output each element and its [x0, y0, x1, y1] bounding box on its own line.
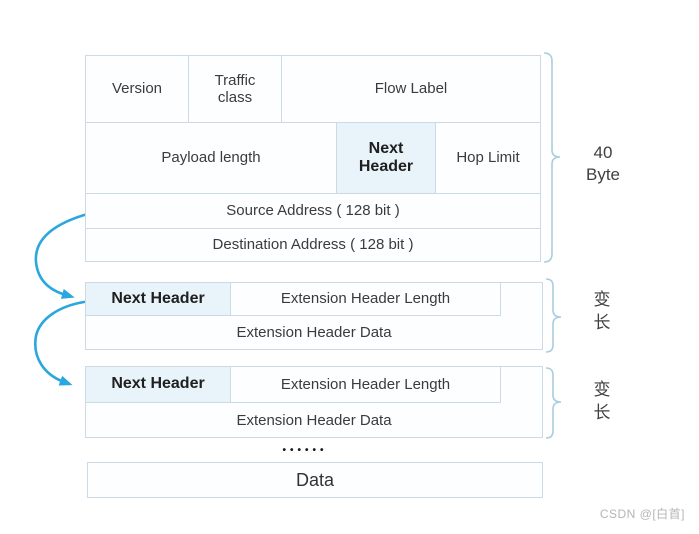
- cell-ext2-data: Extension Header Data: [236, 411, 392, 429]
- cell-ext1-length: Extension Header Length: [230, 282, 501, 316]
- cell-source-address: Source Address ( 128 bit ): [85, 193, 541, 229]
- label-ext1-variable-length: 变长: [593, 290, 611, 332]
- cell-payload-length: Payload length: [85, 122, 337, 194]
- ellipsis-dots: ••••••: [282, 445, 328, 456]
- cell-next-header-fixed: Next Header: [336, 122, 436, 194]
- cell-hop-limit: Hop Limit: [435, 122, 541, 194]
- label-40-byte-value: 40: [593, 143, 613, 162]
- bracket-40-byte: [543, 52, 561, 263]
- cell-traffic-class: Traffic class: [188, 55, 282, 123]
- cell-ext1-next-header: Next Header: [85, 282, 231, 316]
- label-40-byte-unit: Byte: [585, 165, 621, 184]
- cell-flow-label: Flow Label: [281, 55, 541, 123]
- cell-ext2-length: Extension Header Length: [230, 366, 501, 403]
- cell-destination-address: Destination Address ( 128 bit ): [85, 228, 541, 262]
- cell-ext2-next-header: Next Header: [85, 366, 231, 403]
- label-ext2-variable-length: 变长: [593, 380, 611, 422]
- cell-data: Data: [87, 462, 543, 498]
- watermark-text: CSDN @[白首]: [599, 507, 685, 521]
- label-40-byte: 40 Byte: [573, 142, 633, 186]
- bracket-ext-header-1: [545, 278, 562, 353]
- bracket-ext-header-2: [545, 367, 562, 439]
- arrow-ext1-to-ext2: [33, 300, 86, 386]
- cell-ext1-data: Extension Header Data: [236, 324, 392, 341]
- cell-version: Version: [85, 55, 189, 123]
